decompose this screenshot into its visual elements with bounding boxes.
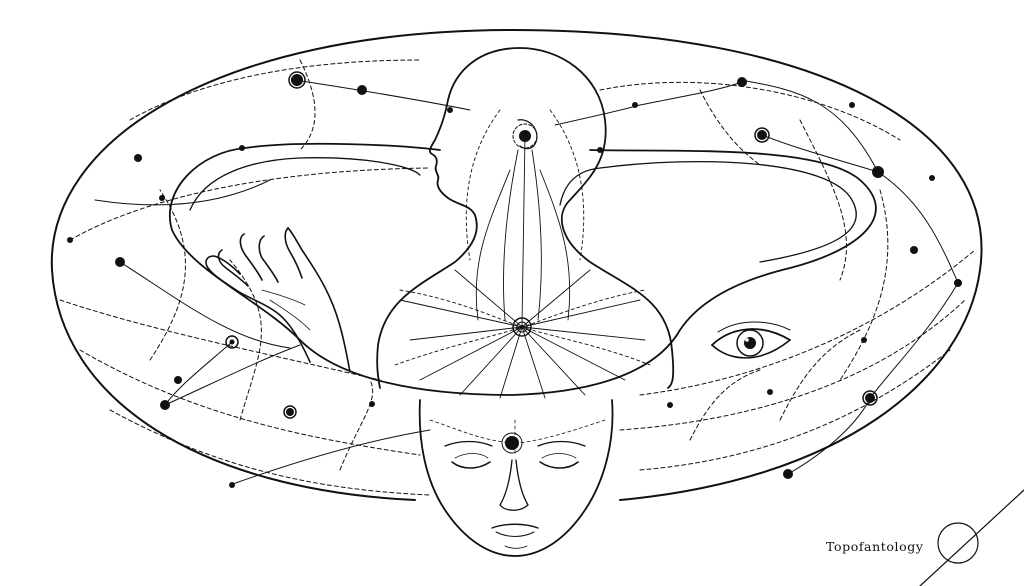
serene-face-icon bbox=[418, 399, 614, 557]
neural-lines bbox=[465, 109, 585, 326]
torus-inner-rim bbox=[169, 142, 877, 396]
eye-icon bbox=[711, 321, 791, 359]
head-center-node bbox=[512, 123, 538, 149]
torus-grid-solid bbox=[94, 79, 959, 486]
network-nodes bbox=[67, 74, 962, 488]
torus-frame bbox=[50, 29, 983, 501]
heart-radial-burst bbox=[394, 269, 651, 399]
torus-outer-rim bbox=[50, 29, 983, 501]
artwork-title: Topofantology bbox=[826, 539, 924, 554]
circle-slash-icon bbox=[919, 489, 1024, 586]
small-ringed-node-centers bbox=[229, 339, 873, 401]
open-hand-icon bbox=[205, 227, 351, 373]
torus-grid bbox=[59, 59, 976, 496]
third-eye-node bbox=[501, 432, 523, 454]
ringed-nodes bbox=[225, 71, 878, 419]
